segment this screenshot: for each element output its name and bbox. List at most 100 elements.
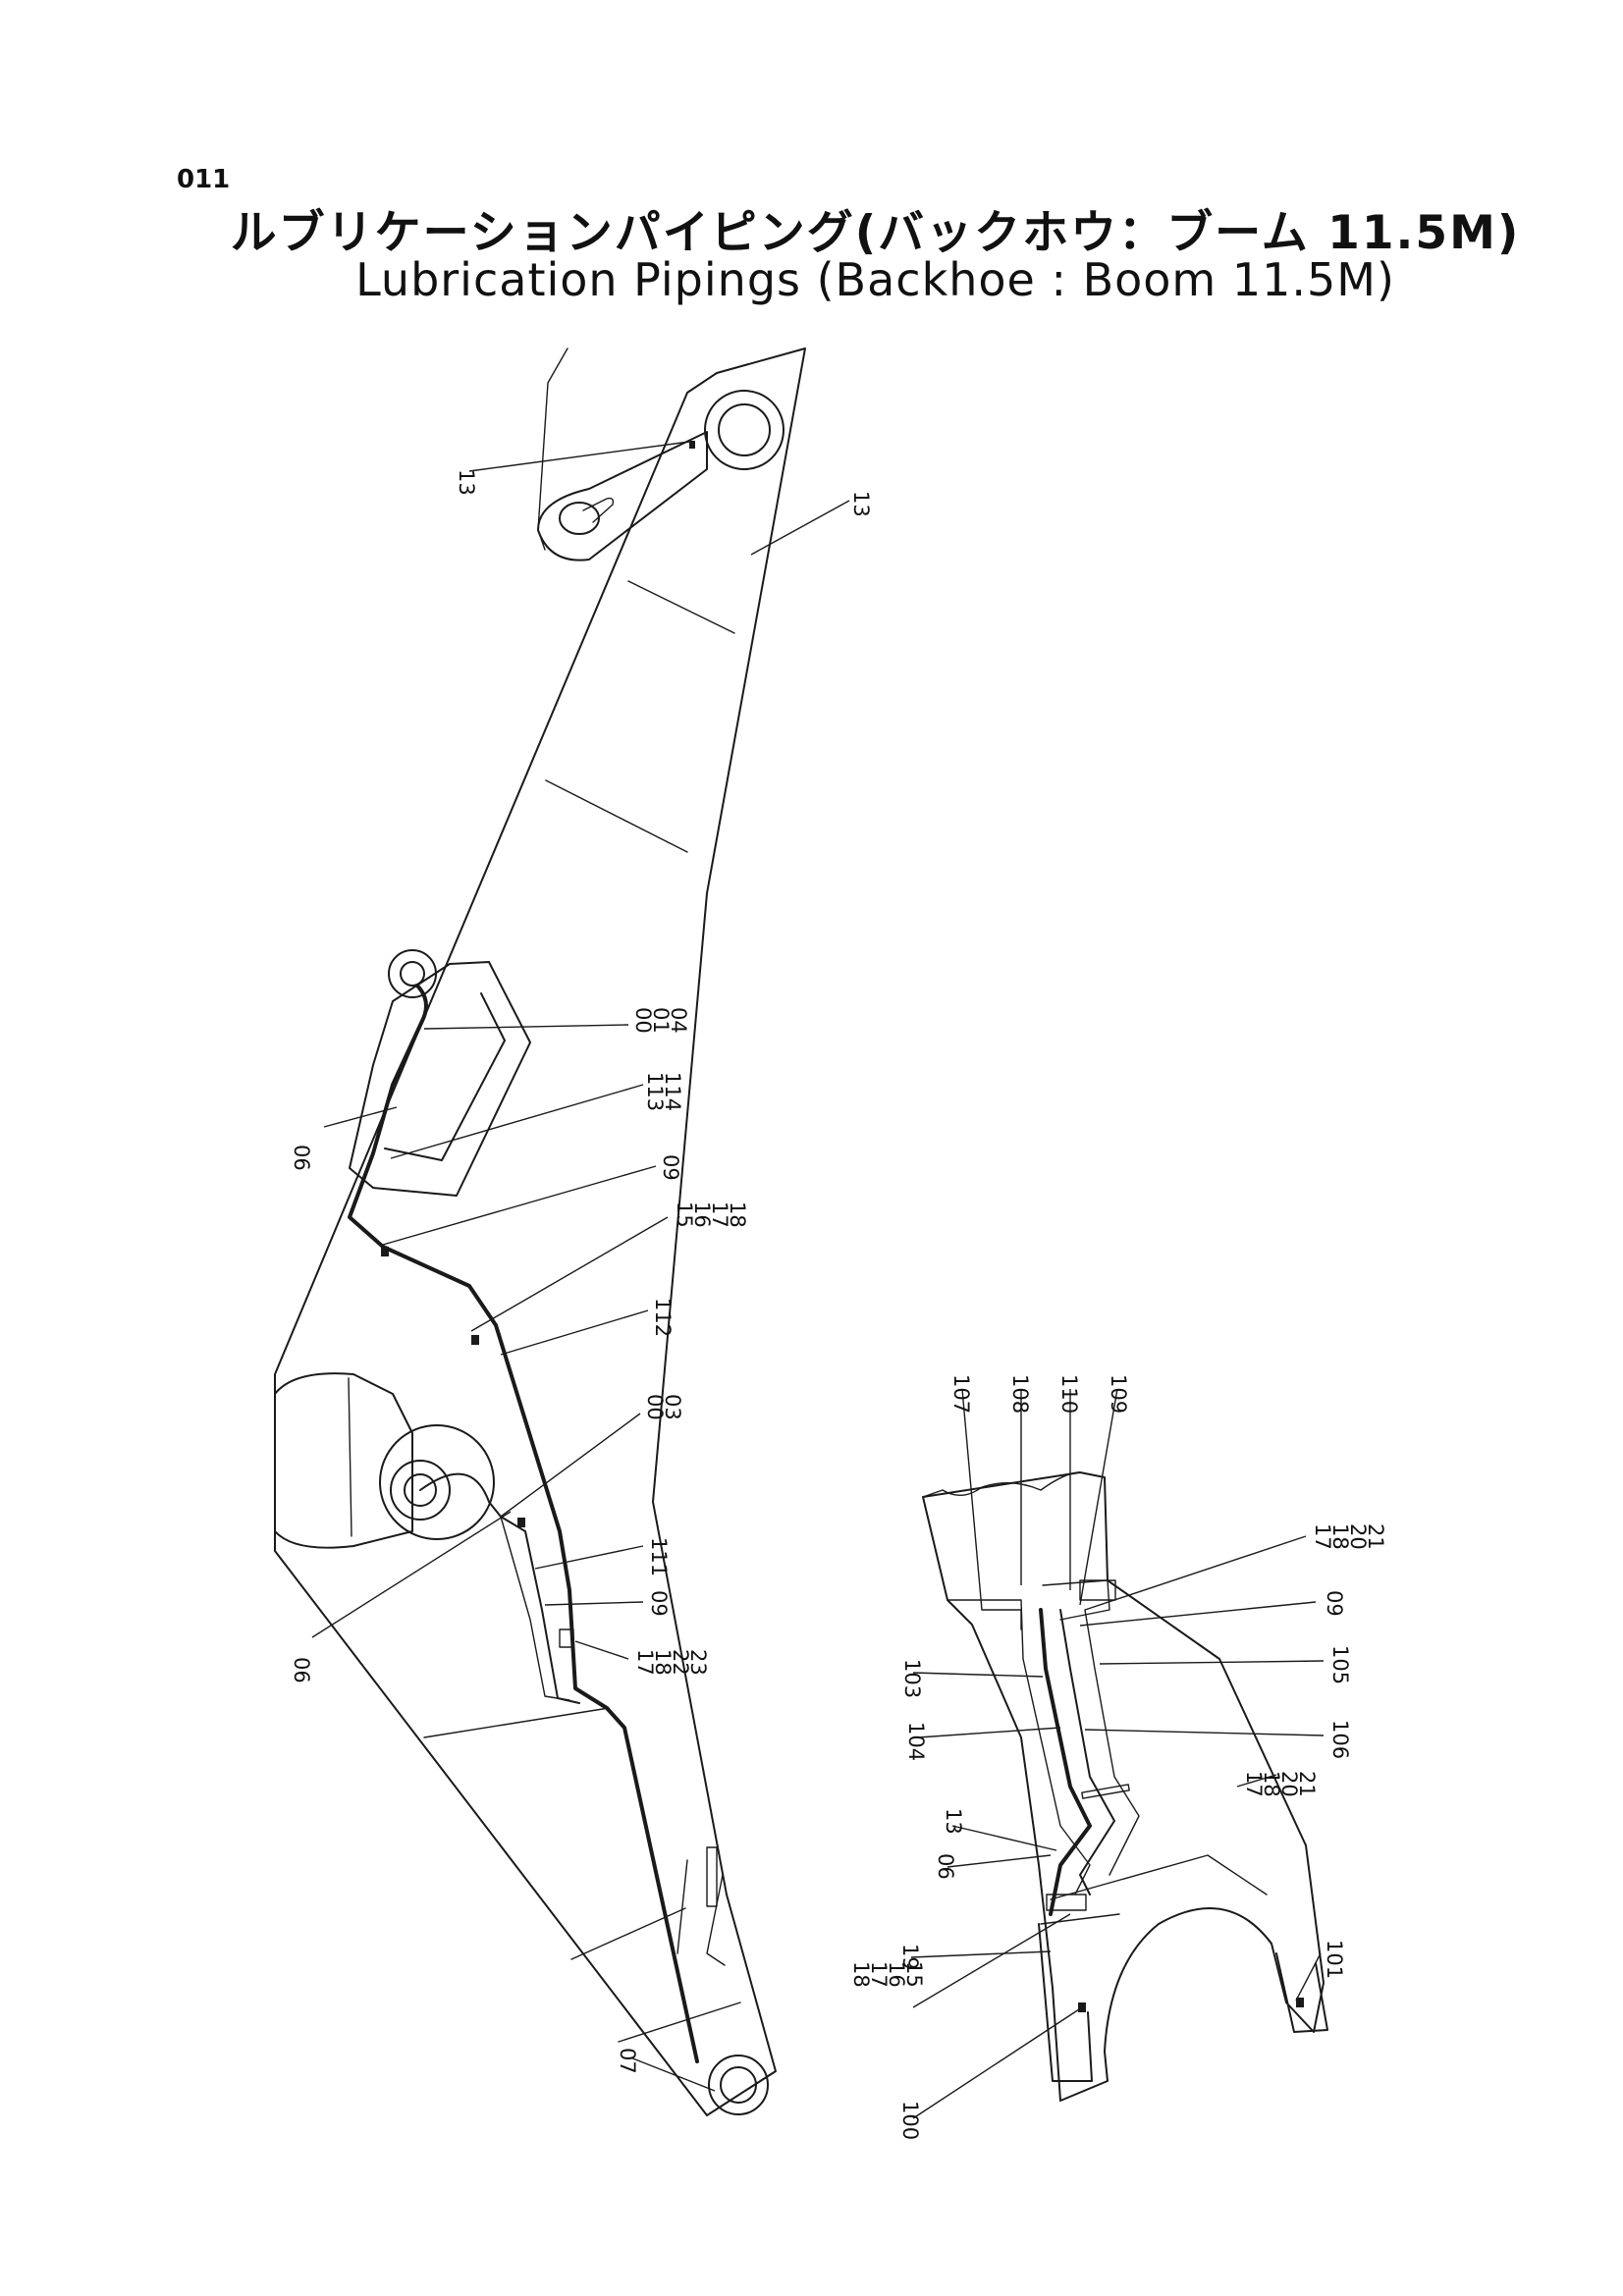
boom-top-pin-boss <box>704 390 784 470</box>
grease-fitting-1 <box>381 1247 389 1256</box>
callout-d-19: 19 <box>898 1944 922 1970</box>
part-number-label: 09 <box>1323 1590 1346 1617</box>
part-number-label: 100 <box>898 2101 922 2140</box>
section-line-5 <box>618 2002 741 2043</box>
detail-top-break <box>922 1471 1081 1498</box>
detail-inner-step <box>981 1609 1022 1630</box>
part-number-label: 18 <box>726 1201 749 1228</box>
callout-c-09b: 09 <box>647 1590 671 1617</box>
part-number-label: 07 <box>616 2048 639 2074</box>
detail-view-leaders <box>910 1388 1325 2119</box>
part-number-label: 13 <box>849 491 873 517</box>
lower-cover-plate <box>706 1846 718 1907</box>
part-number-label: 21 <box>1295 1771 1319 1797</box>
part-number-label: 104 <box>904 1722 928 1761</box>
title-japanese: ルブリケーションパイピング(バックホウ：ブーム 11.5M) <box>230 206 1521 260</box>
grease-pipe-lower-2 <box>500 1516 570 1701</box>
callout-d-105: 105 <box>1328 1645 1352 1684</box>
part-number-label: 06 <box>934 1853 957 1880</box>
section-line-6 <box>676 1859 688 1954</box>
detail-block <box>1046 1894 1087 1911</box>
part-number-label: 17 <box>867 1961 891 1988</box>
detail-crossmember <box>1050 1854 1268 1900</box>
callout-d-109: 109 <box>1107 1374 1130 1414</box>
callout-d-100: 100 <box>898 2101 922 2140</box>
detail-outline <box>922 1471 1325 2102</box>
section-line-7 <box>706 1874 726 1966</box>
part-number-label: 13 <box>455 469 478 496</box>
boom-top-pin-bore <box>718 403 771 456</box>
section-line-2 <box>545 779 688 853</box>
callout-c-06b: 06 <box>290 1657 313 1683</box>
callout-d-108: 108 <box>1008 1374 1032 1414</box>
part-number-label: 20 <box>1277 1771 1301 1797</box>
part-number-label: 22 <box>669 1649 692 1676</box>
section-line-1 <box>627 580 735 634</box>
detail-inner-left <box>947 1599 1091 1896</box>
part-number-label: 111 <box>647 1537 671 1576</box>
part-number-label: 109 <box>1107 1374 1130 1414</box>
callout-c-06a: 06 <box>290 1145 313 1171</box>
arm-cylinder-pin-bore <box>400 961 425 987</box>
part-number-label: 112 <box>651 1298 675 1337</box>
callout-d-06: 06 <box>934 1853 957 1880</box>
part-number-label: 20 <box>1346 1523 1370 1550</box>
arm-cylinder-bracket <box>349 961 531 1197</box>
part-number-label: 01 <box>649 1007 673 1034</box>
boom-foot-pin-bore <box>404 1473 437 1507</box>
callout-d-104: 104 <box>904 1722 928 1761</box>
boom-detail-view <box>910 1388 1328 2119</box>
part-number-label: 04 <box>667 1007 690 1034</box>
arm-cylinder-bracket-inner <box>384 992 506 1161</box>
callout-d-107: 107 <box>949 1374 973 1414</box>
part-number-label: 108 <box>1008 1374 1032 1414</box>
callout-d-103: 103 <box>900 1659 924 1698</box>
boom-top-fragment <box>537 347 568 551</box>
part-number-label: 00 <box>643 1394 667 1420</box>
part-number-label: 13 <box>942 1808 965 1835</box>
part-number-label: 19 <box>898 1944 922 1970</box>
arm-cylinder-pin-boss <box>388 949 437 998</box>
part-number-label: 15 <box>902 1961 926 1988</box>
callout-c-09a: 09 <box>659 1154 682 1181</box>
callout-c-111: 111 <box>647 1537 671 1576</box>
part-number-label: 103 <box>900 1659 924 1698</box>
detail-inner-right <box>1042 1579 1110 1621</box>
boom-top-small-link <box>582 497 615 523</box>
part-number-label: 17 <box>1311 1523 1334 1550</box>
grease-block <box>559 1629 574 1648</box>
part-number-label: 107 <box>949 1374 973 1414</box>
part-number-label: 114 <box>661 1072 684 1111</box>
callout-d-13: 13 <box>942 1808 965 1835</box>
boom-top-small-pin <box>559 502 600 535</box>
part-number-label: 06 <box>290 1657 313 1683</box>
part-number-label: 18 <box>1260 1771 1283 1797</box>
boom-outline <box>274 347 806 2116</box>
part-number-label: 23 <box>686 1649 710 1676</box>
grease-fitting-top <box>689 441 695 449</box>
part-number-label: 101 <box>1323 1940 1346 1979</box>
part-number-label: 09 <box>647 1590 671 1617</box>
boom-foot-pin-boss <box>390 1460 451 1521</box>
part-number-label: 17 <box>1242 1771 1266 1797</box>
grease-fitting-2 <box>471 1335 479 1345</box>
part-number-label: 18 <box>1328 1523 1352 1550</box>
part-number-label: 18 <box>651 1649 675 1676</box>
grease-fitting-3 <box>517 1518 525 1527</box>
callout-d-106: 106 <box>1328 1720 1352 1759</box>
callout-d-110: 110 <box>1057 1374 1081 1414</box>
part-number-label: 106 <box>1328 1720 1352 1759</box>
boom-bottom-pin-boss <box>708 2055 769 2115</box>
detail-pipe-1 <box>1039 1608 1092 1916</box>
callout-c-07: 07 <box>616 2048 639 2074</box>
boom-main-view <box>274 347 850 2116</box>
